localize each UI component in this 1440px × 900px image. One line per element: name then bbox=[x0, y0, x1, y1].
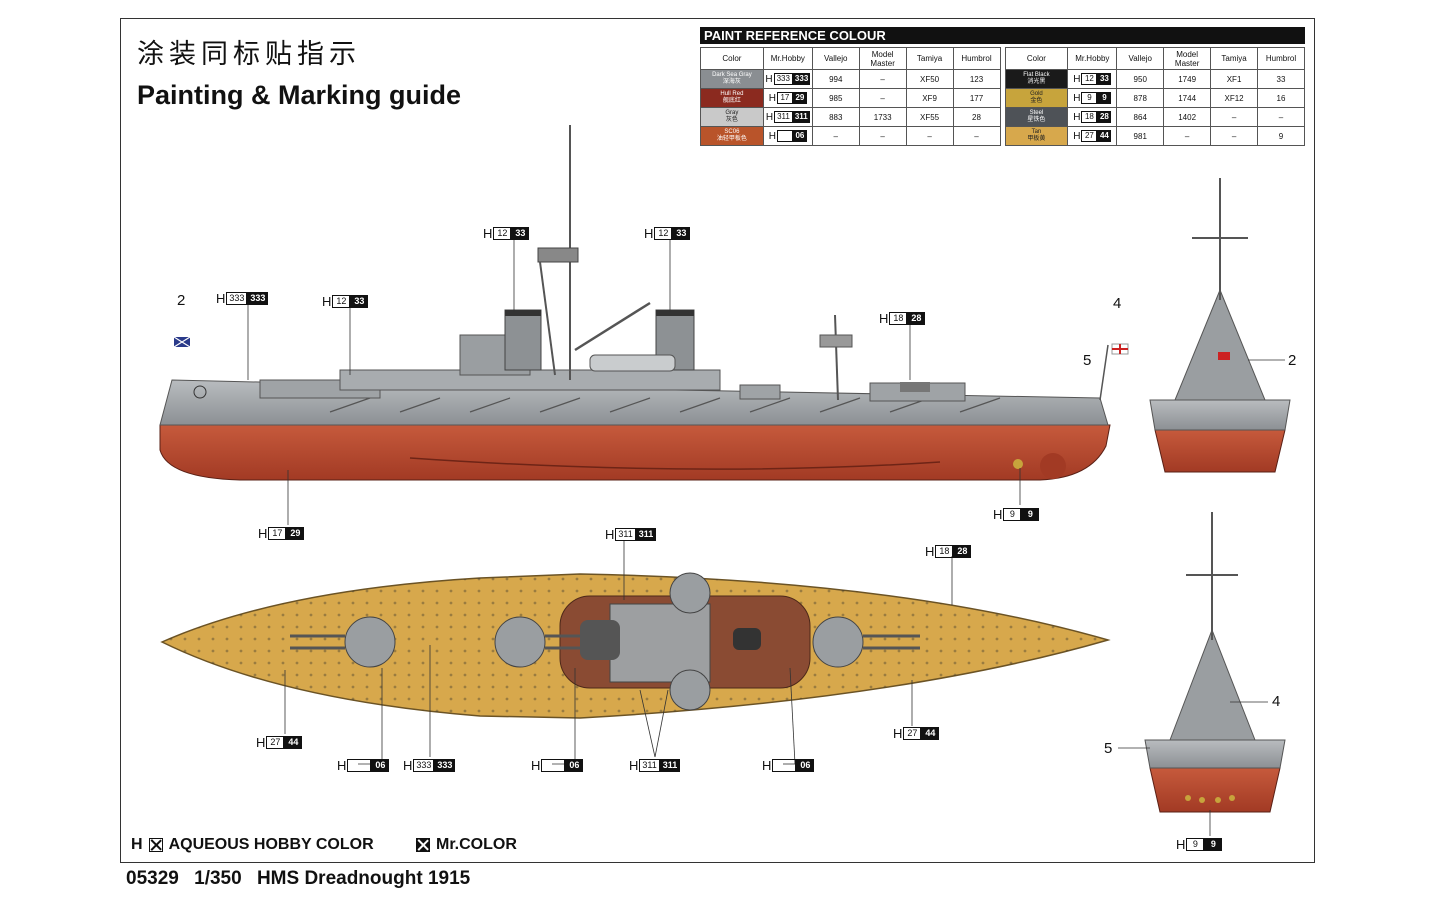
paint-code-humbrol: 9 bbox=[1257, 126, 1305, 146]
title-chinese: 涂装同标贴指示 bbox=[137, 39, 361, 70]
legend-mr-label: Mr.COLOR bbox=[436, 836, 517, 853]
side-view bbox=[159, 125, 1129, 481]
marker-5-bow: 5 bbox=[1104, 740, 1113, 757]
legend-aqueous: H AQUEOUS HOBBY COLOR bbox=[131, 836, 374, 854]
paint-code-vallejo: – bbox=[811, 126, 860, 146]
bow-view bbox=[1144, 512, 1286, 813]
callout-leaders bbox=[247, 240, 1285, 836]
paint-code-humbrol: – bbox=[952, 126, 1001, 146]
legend-aqueous-label: AQUEOUS HOBBY COLOR bbox=[168, 836, 374, 853]
aqueous-box-icon bbox=[148, 838, 163, 852]
stern-view bbox=[1149, 178, 1291, 473]
marker-4-bow: 4 bbox=[1272, 693, 1281, 710]
marker-5-side: 5 bbox=[1083, 352, 1092, 369]
product-name: HMS Dreadnought 1915 bbox=[256, 868, 471, 889]
marker-4-side: 4 bbox=[1113, 295, 1122, 312]
legend-mr-color: Mr.COLOR bbox=[416, 836, 517, 854]
top-view bbox=[160, 572, 1111, 719]
paint-code-tamiya: – bbox=[1210, 126, 1259, 146]
mr-color-box-icon bbox=[416, 838, 430, 852]
product-code: 05329 bbox=[126, 868, 179, 889]
legend-aqueous-prefix: H bbox=[131, 836, 143, 853]
guide-frame bbox=[120, 18, 1315, 863]
marker-2-stern: 2 bbox=[1288, 352, 1297, 369]
product-scale: 1/350 bbox=[194, 868, 242, 889]
title-english: Painting & Marking guide bbox=[137, 80, 462, 110]
paint-table-heading: PAINT REFERENCE COLOUR bbox=[700, 27, 1305, 44]
marker-2-side: 2 bbox=[177, 292, 186, 309]
product-footer: 05329 1/350 HMS Dreadnought 1915 bbox=[126, 868, 480, 890]
